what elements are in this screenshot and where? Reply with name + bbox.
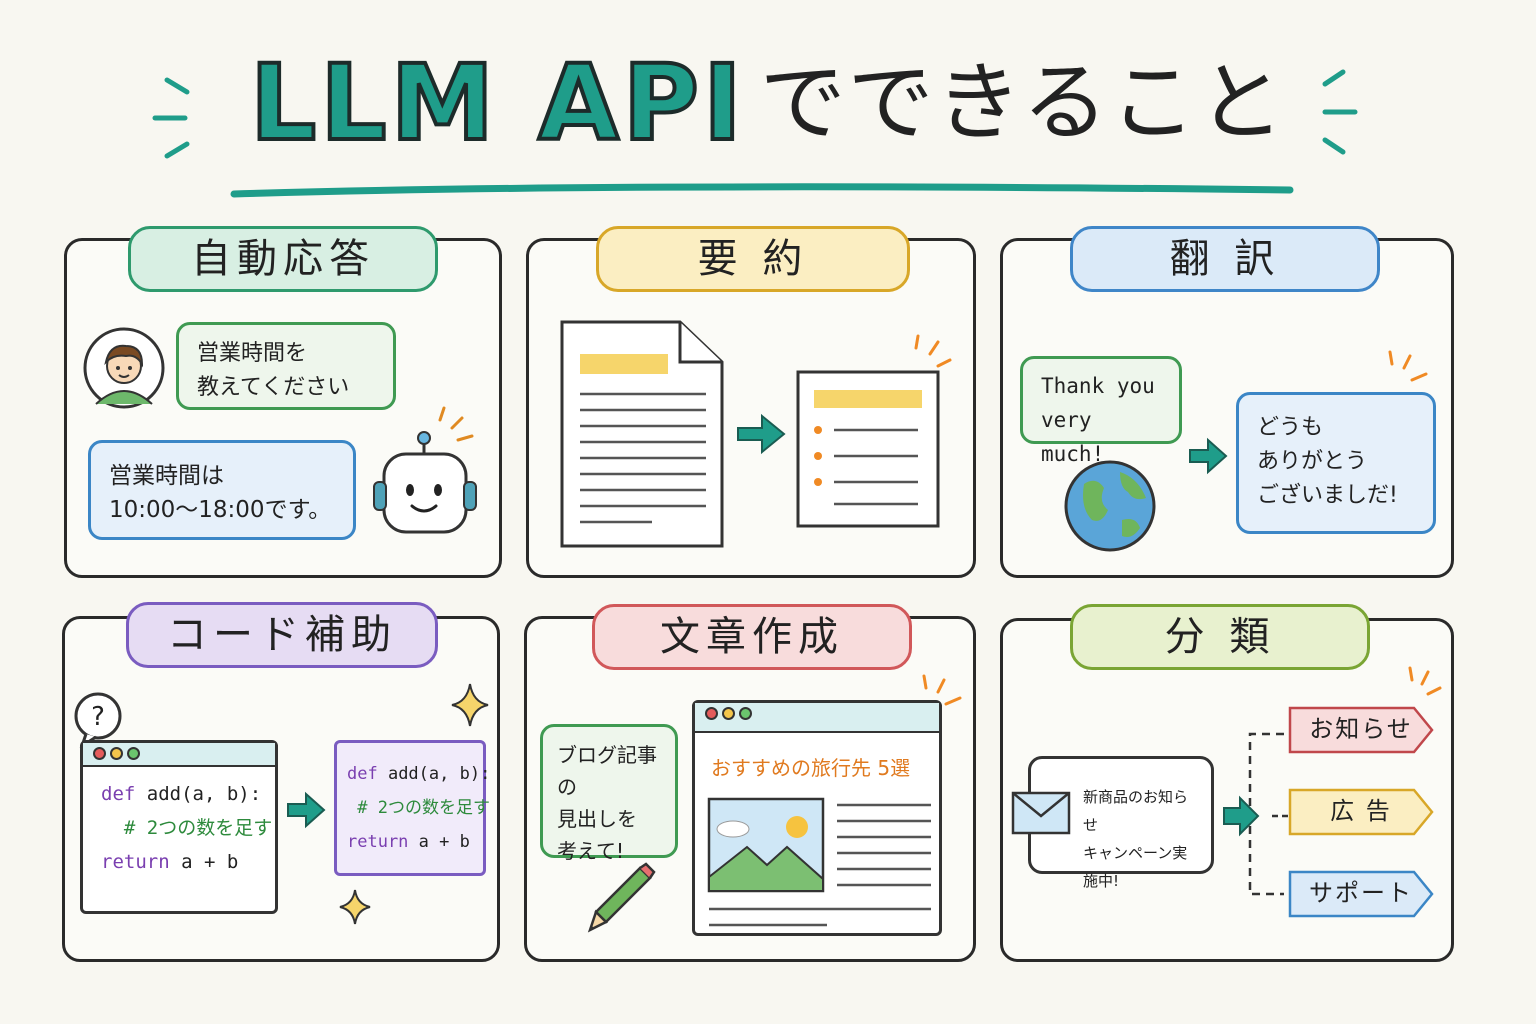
question-mark: ? [91,702,105,732]
sparkle-icon [451,683,489,727]
accent-lines-icon [1388,350,1428,382]
robot-icon [373,406,477,534]
label-writing: 文章作成 [592,604,912,670]
label-auto-reply: 自動応答 [128,226,438,292]
user-message-bubble: 営業時間を 教えてください [176,322,396,410]
accent-lines-icon [922,674,962,706]
article-title: おすすめの旅行先 5選 [711,756,911,780]
person-icon [83,327,165,409]
title-sub: でできること [759,53,1286,153]
label-summary: 要 約 [596,226,910,292]
arrow-right-icon [737,413,786,455]
document-icon [560,320,724,548]
classification-connector [1223,732,1288,896]
code-comment: # 2つの数を足す [101,817,273,839]
translated-text-bubble: どうも ありがとう ございましだ! [1236,392,1436,534]
title-underline [230,183,1294,198]
code-line: return a + b [347,832,470,852]
sparkle-lines-left-icon [152,77,190,159]
code-line: def add(a, b): [101,783,262,805]
label-translation: 翻 訳 [1070,226,1380,292]
title-main: LLM API [248,40,746,166]
envelope-icon [1011,791,1071,835]
category-tag-support: サポート [1288,870,1434,918]
category-tag-ad: 広 告 [1288,788,1434,836]
blog-article-window: おすすめの旅行先 5選 [692,700,942,936]
sparkle-lines-right-icon [1322,69,1358,155]
translation-arrow-icon [1189,437,1228,475]
code-comment: # 2つの数を足す [347,798,490,818]
code-editor-before: def add(a, b): # 2つの数を足す return a + b [80,740,278,914]
pencil-icon [587,862,656,933]
writing-prompt-bubble: ブログ記事の 見出しを 考えて! [540,724,678,863]
source-text-bubble: Thank you very much! [1020,356,1182,466]
label-classification: 分 類 [1070,604,1370,670]
globe-icon [1064,460,1156,552]
code-line: return a + b [101,851,239,873]
sparkle-icon [339,889,371,925]
category-tag-notice: お知らせ [1288,706,1434,754]
code-arrow-icon [287,791,326,829]
code-line: def add(a, b): [347,764,491,784]
landscape-image-icon [707,797,931,927]
question-bubble-icon: ? [74,692,122,748]
bot-message-bubble: 営業時間は 10:00～18:00です。 [88,440,356,540]
code-editor-after: def add(a, b): # 2つの数を足す return a + b [334,740,491,876]
label-code-assist: コード補助 [126,602,438,668]
document-summary-illustration [560,320,952,548]
accent-lines-icon [1408,666,1442,696]
